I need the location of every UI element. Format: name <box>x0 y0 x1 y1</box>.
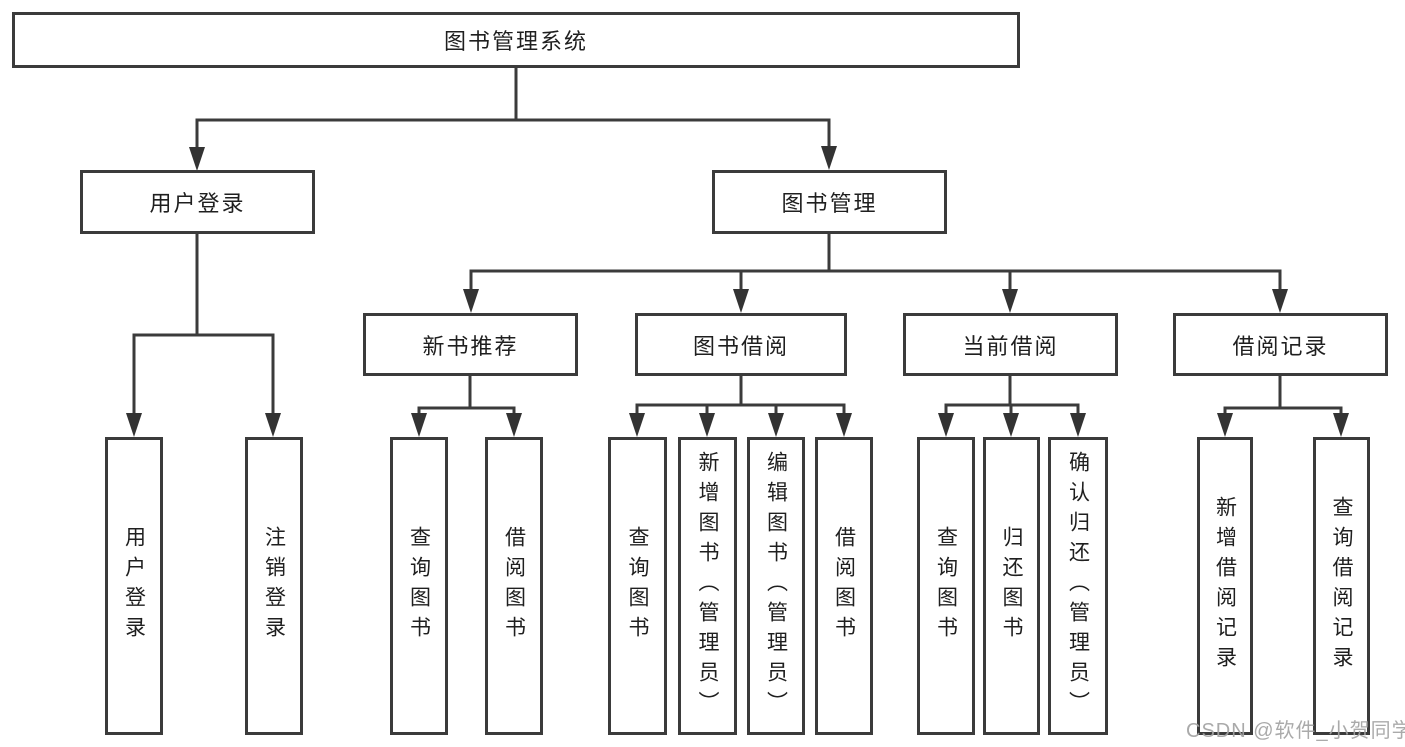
leaf-query-borrow-record: 查询借阅记录 <box>1313 437 1370 735</box>
node-user-login-branch: 用户登录 <box>80 170 315 234</box>
leaf-logout: 注销登录 <box>245 437 303 735</box>
node-book-borrowing: 图书借阅 <box>635 313 847 376</box>
leaf-confirm-return-admin: 确认归还（管理员） <box>1048 437 1108 735</box>
watermark-csdn: CSDN @软件_小贺同学 <box>1186 720 1405 742</box>
leaf-query-books-current: 查询图书 <box>917 437 975 735</box>
node-book-management-branch: 图书管理 <box>712 170 947 234</box>
node-new-book-recommendation: 新书推荐 <box>363 313 578 376</box>
leaf-user-login: 用户登录 <box>105 437 163 735</box>
leaf-add-books-admin: 新增图书（管理员） <box>678 437 737 735</box>
node-current-borrowing: 当前借阅 <box>903 313 1118 376</box>
leaf-edit-books-admin: 编辑图书（管理员） <box>747 437 805 735</box>
leaf-return-books: 归还图书 <box>983 437 1040 735</box>
leaf-borrow-books-recommend: 借阅图书 <box>485 437 543 735</box>
node-borrowing-records: 借阅记录 <box>1173 313 1388 376</box>
leaf-borrow-books-borrowing: 借阅图书 <box>815 437 873 735</box>
leaf-query-books-recommend: 查询图书 <box>390 437 448 735</box>
node-library-system: 图书管理系统 <box>12 12 1020 68</box>
leaf-add-borrow-record: 新增借阅记录 <box>1197 437 1253 735</box>
leaf-query-books-borrowing: 查询图书 <box>608 437 667 735</box>
